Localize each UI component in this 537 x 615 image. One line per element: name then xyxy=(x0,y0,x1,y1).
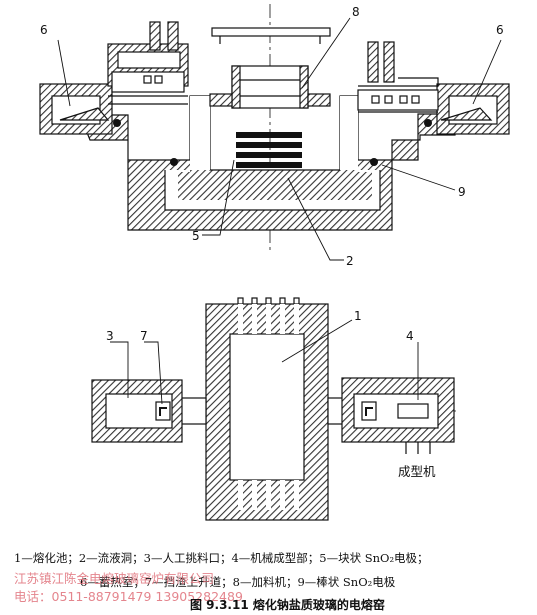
melting-pool-cavity xyxy=(165,96,380,210)
label-5: 5 xyxy=(192,229,200,243)
furnace-body xyxy=(87,95,456,231)
plan-view xyxy=(91,297,460,521)
rod-electrodes xyxy=(113,119,432,166)
label-4: 4 xyxy=(406,329,414,343)
leader-lines-top xyxy=(57,17,502,261)
label-8: 8 xyxy=(352,5,360,19)
label-3: 3 xyxy=(106,329,114,343)
label-9: 9 xyxy=(458,185,466,199)
feeder-machine xyxy=(209,27,331,109)
label-6-left: 6 xyxy=(40,23,48,37)
legend-line-2: 6—蓄热室；7—挡渣上升道；8—加料机；9—棒状 SnO₂电极 xyxy=(80,575,396,589)
label-6-right: 6 xyxy=(496,23,504,37)
label-2: 2 xyxy=(346,254,354,268)
cross-section-view xyxy=(39,4,510,261)
legend-line-1: 1—熔化池；2—流液洞；3—人工挑料口；4—机械成型部；5—块状 SnO₂电极； xyxy=(14,551,429,565)
figure-caption: 图 9.3.11 熔化钠盐质玻璃的电熔窑 xyxy=(190,598,385,612)
leader-lines-bottom xyxy=(110,319,419,405)
watermark-phone: 电话：0511-88791479 13905282489 xyxy=(14,589,243,604)
right-upper-block xyxy=(357,89,439,111)
label-forming-machine: 成型机 xyxy=(398,464,436,479)
watermark-company: 江苏镇江陈金电熔玻璃窑炉有限公司 xyxy=(14,571,215,586)
label-1: 1 xyxy=(354,309,362,323)
block-electrode xyxy=(236,132,302,168)
label-7: 7 xyxy=(140,329,148,343)
